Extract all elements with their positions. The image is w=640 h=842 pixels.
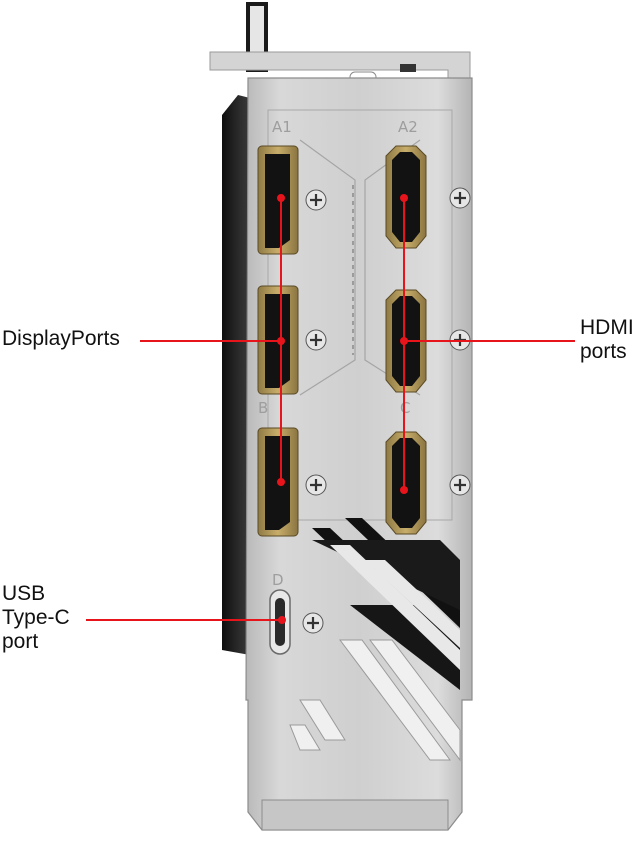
marking-c: C — [400, 399, 410, 417]
screw-3 — [305, 329, 327, 351]
label-hdmi-line-1: HDMI — [580, 316, 634, 339]
screw-2 — [449, 187, 471, 209]
label-displayports: DisplayPorts — [2, 327, 120, 351]
label-usb-line-1: USB — [2, 582, 46, 605]
label-usb-type-c-port: USB Type-C port — [2, 582, 70, 654]
vent-slots — [289, 518, 461, 762]
marking-d: D — [272, 571, 284, 589]
marking-a1: A1 — [272, 118, 292, 136]
label-usb-line-2: Type-C — [2, 606, 70, 629]
marking-b: B — [258, 399, 268, 417]
callout-lines — [86, 194, 575, 624]
marking-a2: A2 — [398, 118, 418, 136]
hdmi-port-3 — [385, 431, 427, 535]
label-hdmi-ports: HDMI ports — [580, 316, 634, 364]
label-hdmi-line-2: ports — [580, 340, 627, 363]
screw-5 — [305, 474, 327, 496]
port-markings: A1 A2 B C D — [258, 118, 418, 589]
screw-6 — [449, 474, 471, 496]
label-displayports-text: DisplayPorts — [2, 327, 120, 350]
screw-1 — [305, 189, 327, 211]
screws — [302, 187, 471, 634]
label-usb-line-3: port — [2, 630, 39, 653]
screw-7 — [302, 612, 324, 634]
